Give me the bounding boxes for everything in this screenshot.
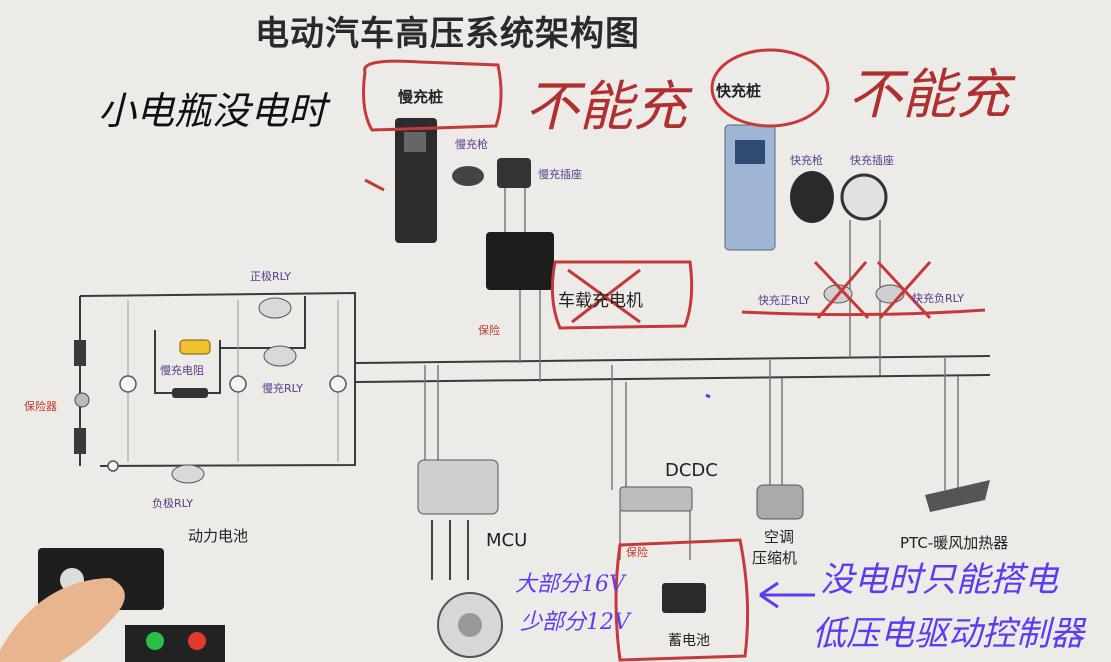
mcu-label: MCU [486, 530, 527, 551]
dcdc-unit [620, 487, 692, 511]
power-battery-label: 动力电池 [188, 525, 248, 546]
note-jump-start-line2: 低压电驱动控制器 [812, 606, 1084, 655]
slow-gun-label: 慢充枪 [455, 136, 488, 152]
red-indicator [188, 632, 206, 650]
fast-pile-label: 快充桩 [716, 80, 761, 101]
aux-battery-block [662, 583, 706, 613]
note-cannot-charge-1: 不能充 [525, 62, 687, 141]
pos-rly-label: 正极RLY [250, 268, 291, 284]
slow-pile-label: 慢充桩 [398, 86, 443, 107]
diagram-title: 电动汽车高压系统架构图 [255, 6, 640, 55]
gauge-markers [108, 376, 346, 471]
aux-fuse-label: 保险 [626, 544, 648, 560]
precharge-resistor [180, 340, 210, 354]
ac-compressor [757, 485, 803, 519]
obc-label: 车载充电机 [558, 286, 643, 311]
ptc-label: PTC-暖风加热器 [900, 532, 1008, 553]
aux-battery-label: 蓄电池 [668, 630, 710, 650]
fast-gun-label: 快充枪 [790, 152, 823, 168]
fast-socket-label: 快充插座 [850, 152, 894, 168]
precharge-bar [172, 388, 208, 398]
dcdc-label: DCDC [665, 460, 718, 481]
presenter-hand [0, 578, 125, 662]
precharge-res-label: 慢充电阻 [160, 362, 204, 378]
onboard-charger-box [486, 232, 554, 290]
note-jump-start-line1: 没电时只能搭电 [820, 552, 1058, 601]
note-small-battery-dead: 小电瓶没电时 [98, 80, 326, 135]
note-few-12v: 少部分12V [520, 604, 630, 636]
fast-charge-gun [790, 171, 834, 223]
fast-charge-socket [842, 175, 886, 219]
slow-socket-label: 慢充插座 [538, 166, 582, 182]
battery-loop-wires [80, 293, 990, 466]
note-cannot-charge-2: 不能充 [848, 50, 1010, 129]
mcu-unit [418, 460, 498, 514]
neg-rly-label: 负极RLY [152, 495, 193, 511]
fuse-top [74, 340, 86, 366]
fast-pos-rly-label: 快充正RLY [758, 292, 810, 308]
note-mostly-16v: 大部分16V [515, 566, 625, 598]
precharge-rly-label: 慢充RLY [262, 380, 303, 396]
slow-charge-gun [452, 166, 484, 186]
green-indicator [146, 632, 164, 650]
battery-fuse-label: 保险器 [24, 398, 57, 414]
ac-label-line2: 压缩机 [752, 547, 797, 568]
tick-mark [365, 180, 384, 190]
ac-label-line1: 空调 [764, 526, 794, 547]
service-switch [75, 393, 89, 407]
slow-charge-socket [497, 158, 531, 188]
fast-neg-rly-label: 快充负RLY [912, 290, 964, 306]
obc-fuse-label: 保险 [478, 322, 500, 338]
fuse-bottom [74, 428, 86, 454]
